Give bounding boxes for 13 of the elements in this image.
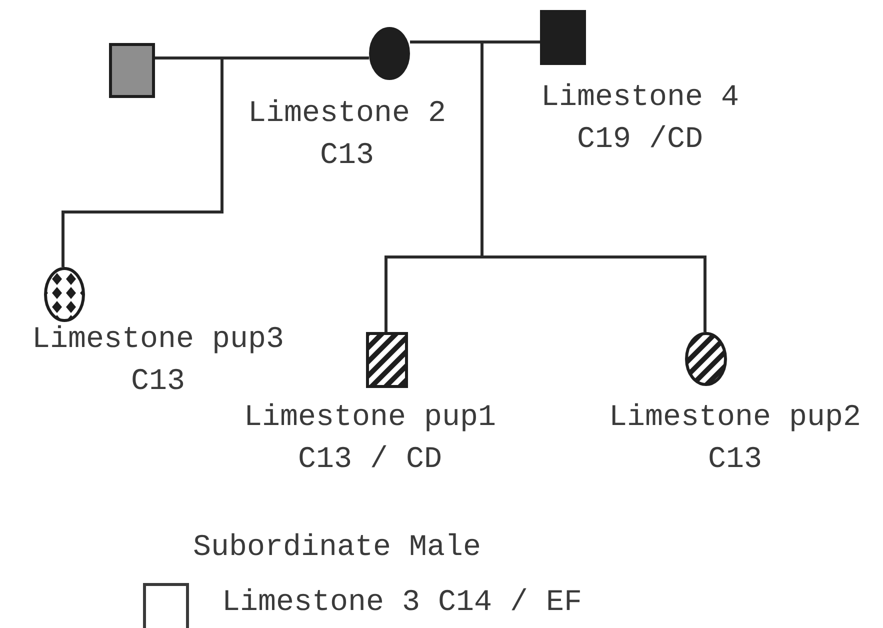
animal-label: C13	[708, 442, 762, 478]
legend-heading: Subordinate Male	[193, 530, 482, 566]
pedigree-line	[480, 40, 706, 332]
animal-label: Limestone pup1	[244, 400, 496, 436]
animal-label: Limestone pup2	[608, 400, 862, 436]
animal-label: Limestone 2	[248, 96, 446, 132]
animal-label: Limestone 4	[540, 80, 740, 116]
animal-label: C13	[131, 364, 185, 400]
animal-label: C13 / CD	[298, 442, 442, 478]
animal-label: C19 /CD	[576, 122, 704, 158]
animal-label: C13	[320, 138, 374, 174]
animal-label: Limestone pup3	[32, 322, 284, 358]
legend-text: Limestone 3 C14 / EF	[222, 585, 582, 621]
